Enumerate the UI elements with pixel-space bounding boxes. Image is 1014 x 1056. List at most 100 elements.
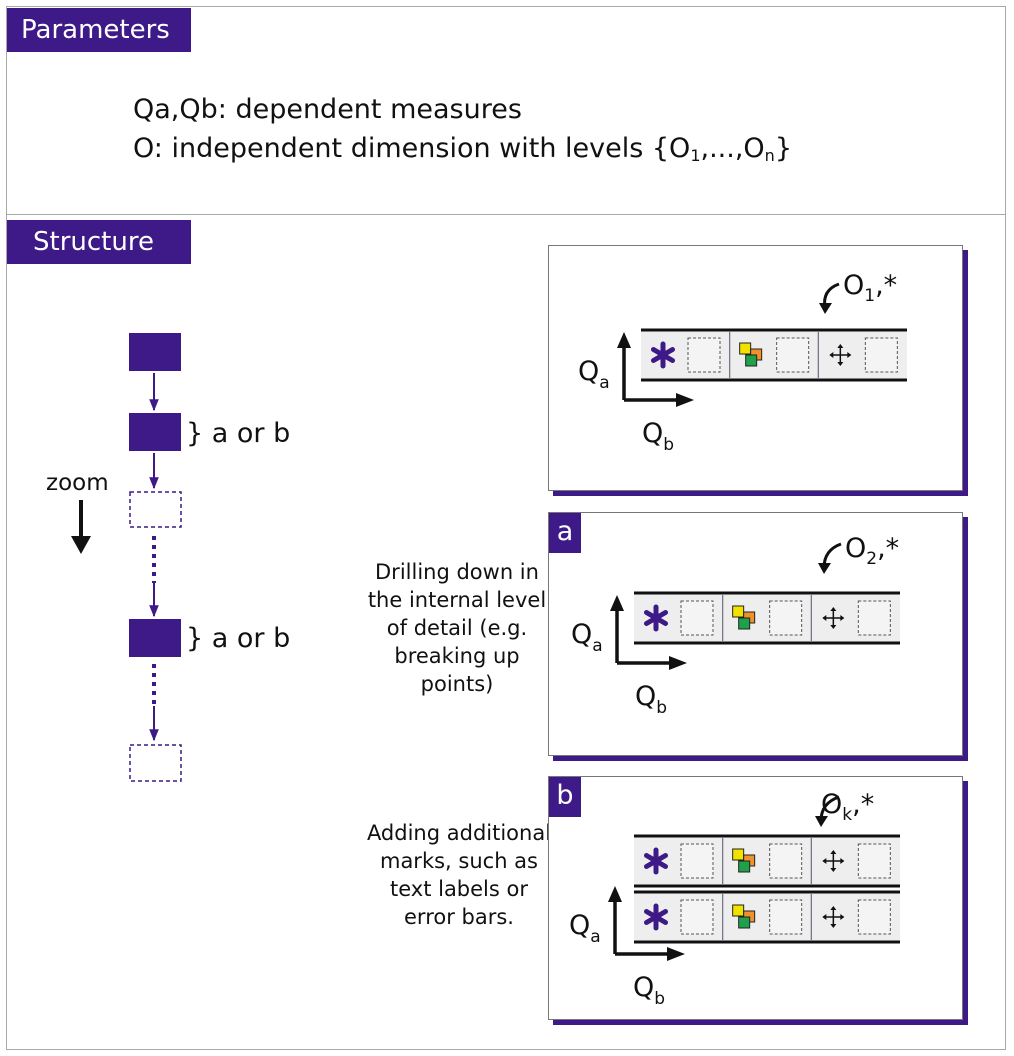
param-suffix: } — [774, 133, 792, 164]
strip-background — [634, 593, 900, 643]
parameters-line-2: O: independent dimension with levels {O1… — [133, 133, 792, 165]
level-main-3: O — [821, 789, 842, 820]
empty-slot — [776, 337, 810, 373]
empty-slot — [857, 600, 891, 636]
y-axis-label-main: Q — [569, 910, 590, 941]
x-axis-arrowhead — [667, 947, 685, 961]
x-axis-label: Qb — [642, 418, 674, 455]
param-sub-1: 1 — [690, 146, 701, 165]
level-label-2: O2,* — [818, 533, 899, 574]
level-label-3: Ok,* — [815, 789, 874, 827]
y-axis-label: Qa — [578, 356, 610, 393]
asterisk-icon — [650, 341, 676, 369]
strip-row-1 — [641, 328, 907, 382]
flow-box-3 — [129, 619, 181, 657]
svg-text:O1,*: O1,* — [843, 270, 897, 306]
level-suffix-1: ,* — [875, 270, 897, 301]
param-mid: ,...,O — [700, 133, 765, 164]
y-axis-label-main: Q — [578, 356, 599, 387]
strip-background — [634, 892, 900, 942]
level-main-2: O — [845, 533, 866, 564]
asterisk-icon — [643, 903, 669, 931]
empty-slot — [680, 843, 714, 879]
zoom-arrow-head — [71, 536, 91, 554]
x-axis-label-main: Q — [633, 972, 654, 1003]
parameters-tab: Parameters — [7, 8, 191, 52]
strip-row-3b — [634, 890, 900, 944]
crosshair-icon — [822, 607, 845, 629]
crosshair-icon — [822, 850, 845, 872]
crosshair-icon — [822, 906, 845, 928]
flow-box-2 — [129, 413, 181, 451]
level-suffix-3: ,* — [852, 789, 874, 820]
empty-slot — [769, 843, 803, 879]
asterisk-icon — [643, 847, 669, 875]
empty-slot — [680, 600, 714, 636]
x-axis-label-sub: b — [663, 435, 674, 455]
flow-box-dashed-1 — [129, 491, 182, 528]
level-sub-2: 2 — [866, 549, 877, 569]
parameters-line-1: Qa,Qb: dependent measures — [133, 94, 522, 125]
y-axis-arrowhead — [617, 332, 631, 348]
flow-box-dashed-2 — [129, 744, 182, 782]
squares-cluster-icon — [732, 605, 756, 630]
squares-cluster-icon — [739, 342, 763, 367]
badge-b: b — [549, 777, 581, 817]
drill-down-description: Drilling down in the internal level of d… — [367, 560, 547, 696]
x-axis-label-sub: b — [654, 989, 665, 1009]
x-axis-label: Qb — [635, 681, 667, 718]
empty-slot — [687, 337, 721, 373]
y-axis-label-sub: a — [599, 373, 609, 393]
y-axis-label-main: Q — [571, 619, 592, 650]
strip-background — [634, 836, 900, 886]
y-axis-arrowhead — [610, 595, 624, 611]
crosshair-icon — [829, 344, 852, 366]
param-prefix: O: independent dimension with levels {O — [133, 133, 691, 164]
structure-tab: Structure — [7, 220, 191, 264]
x-axis-label-sub: b — [656, 698, 667, 718]
outer-frame — [6, 6, 1006, 1050]
level-suffix-2: ,* — [877, 533, 899, 564]
empty-slot — [857, 843, 891, 879]
strip-row-2 — [634, 591, 900, 645]
a-or-b-label-1: } a or b — [186, 418, 290, 449]
y-axis-label-sub: a — [592, 636, 602, 656]
zoom-label: zoom — [46, 470, 109, 496]
y-axis-arrowhead — [608, 886, 622, 902]
x-axis-label-main: Q — [642, 418, 663, 449]
squares-cluster-icon — [732, 904, 756, 929]
add-marks-description: Adding additional marks, such as text la… — [366, 821, 552, 929]
x-axis-arrowhead — [676, 393, 694, 407]
empty-slot — [857, 899, 891, 935]
level-sub-3: k — [842, 805, 852, 825]
empty-slot — [769, 899, 803, 935]
empty-slot — [864, 337, 898, 373]
level-label-1: O1,* — [819, 270, 897, 314]
y-axis-label: Qa — [571, 619, 603, 656]
squares-cluster-icon — [732, 848, 756, 873]
x-axis-arrowhead — [669, 656, 687, 670]
empty-slot — [769, 600, 803, 636]
svg-text:Ok,*: Ok,* — [821, 789, 874, 825]
a-or-b-label-2: } a or b — [186, 623, 290, 654]
svg-text:O2,*: O2,* — [845, 533, 899, 569]
empty-slot — [680, 899, 714, 935]
level-sub-1: 1 — [864, 286, 875, 306]
section-divider — [6, 214, 1005, 215]
y-axis-label-sub: a — [590, 927, 600, 947]
badge-a: a — [549, 513, 581, 553]
y-axis-label: Qa — [569, 910, 601, 947]
zoom-flow-diagram: } a or b } a or b zoom — [46, 333, 290, 782]
asterisk-icon — [643, 604, 669, 632]
flow-box-1 — [129, 333, 181, 371]
param-sub-n: n — [764, 146, 775, 165]
